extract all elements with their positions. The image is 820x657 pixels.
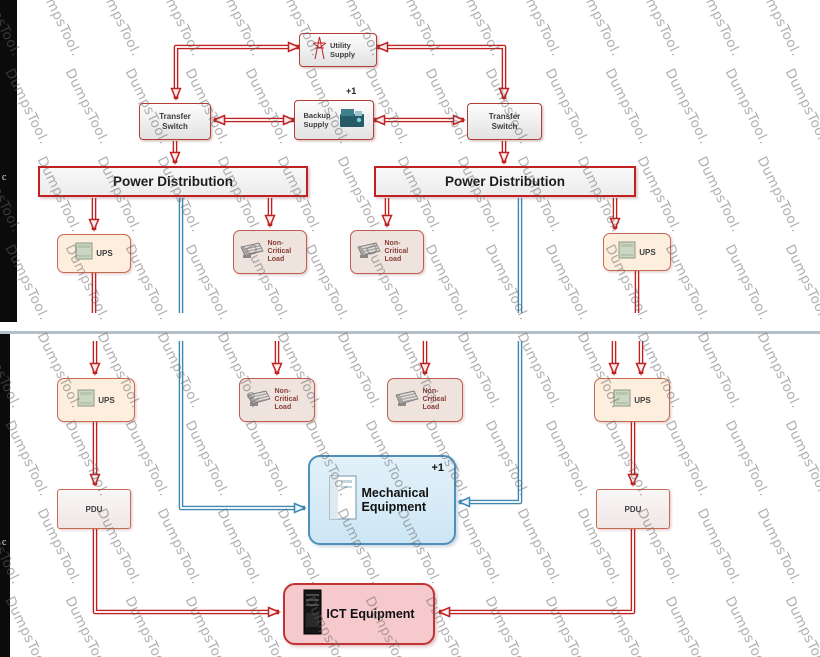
ups-right-top-node: UPS [603,233,671,271]
red-power-connectors [88,41,647,618]
ups-icon [618,241,636,264]
pdu-label: PDU [85,504,103,514]
server-rack-icon [303,589,323,640]
transfer-switch-right-node: Transfer Switch [467,103,542,140]
fragment-divider-line [0,331,820,334]
utility-tower-icon [312,36,327,65]
pdu-left-node: PDU [57,489,131,529]
power-distribution-label: Power Distribution [444,174,565,189]
transfer-switch-label: Transfer Switch [159,111,191,131]
ups-icon [75,242,93,265]
backup-redundancy-badge: +1 [346,86,357,96]
ups-label: UPS [639,247,656,257]
ups-left-bottom-node: UPS [57,378,135,422]
transfer-switch-label: Transfer Switch [488,111,521,131]
fan-louver-icon [394,389,420,412]
utility-supply-label: Utility Supply [330,41,356,59]
non-critical-load-label: Non-Critical Load [267,239,292,264]
non-critical-load-left-top-node: Non-Critical Load [233,230,307,274]
power-distribution-right-node: Power Distribution [374,166,636,197]
fan-louver-icon [239,241,265,264]
blue-mechanical-connectors [178,198,523,514]
non-critical-load-right-bottom-node: Non-Critical Load [387,378,463,422]
ups-label: UPS [98,395,115,405]
backup-supply-label: Backup Supply [303,111,331,129]
left-black-strip-top [0,0,17,322]
copyright-fragment: c [2,537,7,548]
power-distribution-label: Power Distribution [112,174,233,189]
fan-louver-icon [356,241,382,264]
mechanical-equipment-label: Mechanical Equipment [361,485,429,514]
non-critical-load-left-bottom-node: Non-Critical Load [239,378,315,422]
mechanical-redundancy-badge: +1 [431,462,444,474]
ups-icon [613,389,631,412]
ups-left-top-node: UPS [57,234,131,273]
non-critical-load-label: Non-Critical Load [422,387,447,412]
mechanical-cabinet-icon [328,474,359,526]
non-critical-load-label: Non-Critical Load [274,387,299,412]
pdu-right-node: PDU [596,489,670,529]
left-black-strip-bottom [0,334,10,657]
ups-label: UPS [96,249,113,258]
power-distribution-left-node: Power Distribution [38,166,308,197]
ict-equipment-node: ICT Equipment [283,583,435,645]
ups-right-bottom-node: UPS [594,378,670,422]
transfer-switch-left-node: Transfer Switch [139,103,211,140]
non-critical-load-right-top-node: Non-Critical Load [350,230,424,274]
generator-icon [339,108,365,133]
backup-supply-node: Backup Supply [294,100,374,140]
ups-icon [77,389,95,412]
utility-supply-node: Utility Supply [299,33,377,67]
fan-louver-icon [246,389,272,412]
copyright-fragment: c [2,172,7,183]
mechanical-equipment-node: +1 Mechanical Equipment [308,455,456,545]
pdu-label: PDU [624,504,642,514]
non-critical-load-label: Non-Critical Load [384,239,409,264]
ups-label: UPS [634,395,651,405]
ict-equipment-label: ICT Equipment [326,606,415,621]
